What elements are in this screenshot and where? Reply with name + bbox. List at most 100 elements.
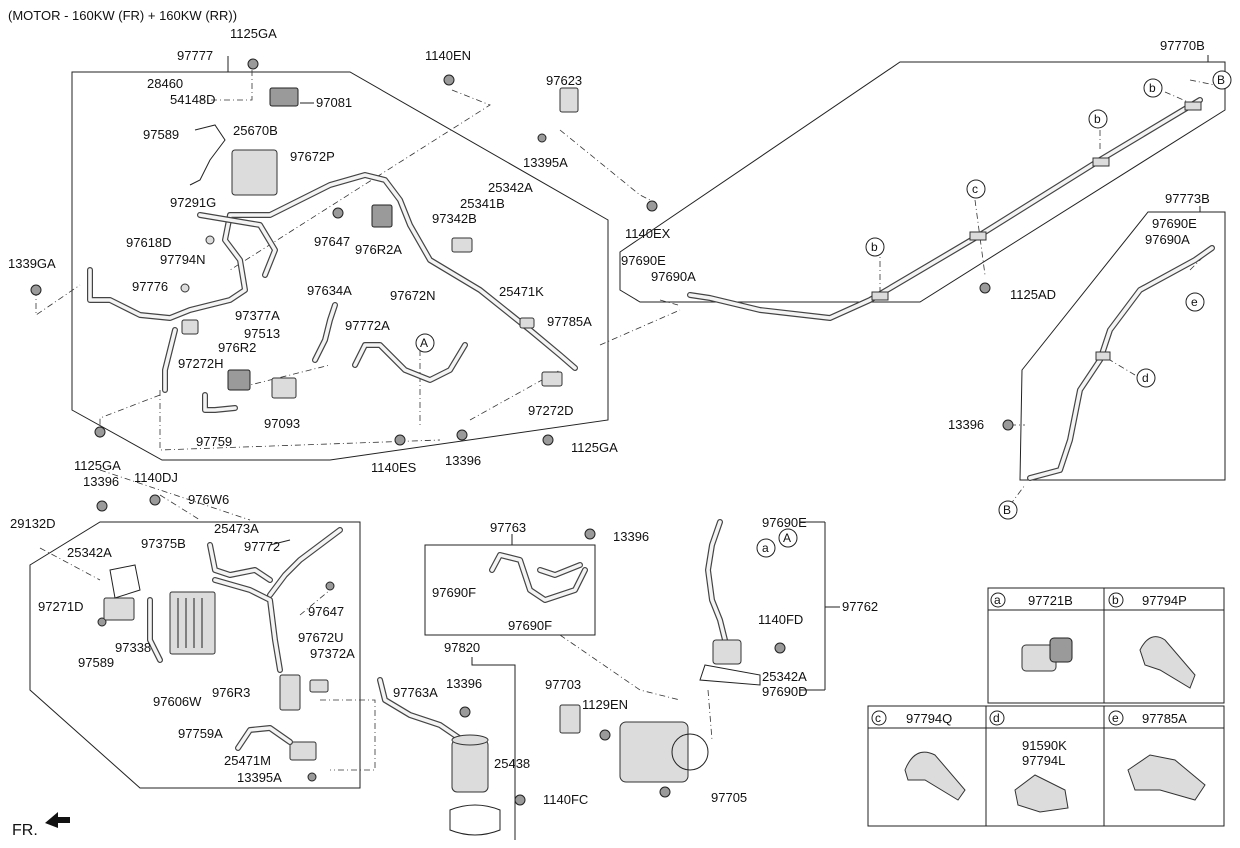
lower-left-components <box>103 527 343 761</box>
label-97794N: 97794N <box>160 252 206 267</box>
label-97291G: 97291G <box>170 195 216 210</box>
legend-c-part: 97794Q <box>906 711 952 726</box>
label-25342A-a: 25342A <box>488 180 533 195</box>
label-97606W: 97606W <box>153 694 202 709</box>
lower-left-group-outline <box>29 521 361 789</box>
label-25342A-c: 25342A <box>762 669 807 684</box>
upper-left-group-outline <box>71 71 609 461</box>
label-97773B: 97773B <box>1165 191 1210 206</box>
label-97271D: 97271D <box>38 599 84 614</box>
label-97759A: 97759A <box>178 726 223 741</box>
label-ticks <box>227 55 1209 840</box>
callout-e-text: e <box>1191 295 1198 309</box>
label-976R2: 976R2 <box>218 340 256 355</box>
label-1140DJ: 1140DJ <box>134 470 178 485</box>
rear-pipe-right-outline <box>1019 211 1226 481</box>
label-97772A: 97772A <box>345 318 390 333</box>
diagram-title: (MOTOR - 160KW (FR) + 160KW (RR)) <box>8 8 237 23</box>
callout-a <box>756 538 776 558</box>
rear-pipe-group-outline <box>619 61 1226 303</box>
label-97690F-b: 97690F <box>508 618 552 633</box>
label-97690F-a: 97690F <box>432 585 476 600</box>
label-1140EN: 1140EN <box>425 48 471 63</box>
rear-long-pipe <box>687 97 1203 321</box>
label-97690E-b: 97690E <box>621 253 666 268</box>
label-97772: 97772 <box>244 539 280 554</box>
label-1129EN: 1129EN <box>582 697 628 712</box>
legend-d-drawing <box>1014 774 1069 813</box>
label-97690D: 97690D <box>762 684 808 699</box>
callout-B-upper <box>1212 70 1232 90</box>
callout-B-lower <box>998 500 1018 520</box>
callout-B-upper-text: B <box>1217 73 1225 87</box>
label-13396-b: 13396 <box>83 474 119 489</box>
label-13395A-a: 13395A <box>523 155 568 170</box>
callout-c <box>966 179 986 199</box>
legend-e-drawing <box>1127 754 1206 801</box>
label-97342B: 97342B <box>432 211 477 226</box>
callout-e <box>1185 292 1205 312</box>
callout-A-upper-text: A <box>420 336 428 350</box>
label-97763: 97763 <box>490 520 526 535</box>
label-97618D: 97618D <box>126 235 172 250</box>
label-97770B: 97770B <box>1160 38 1205 53</box>
legend-a-drawing <box>1021 637 1073 672</box>
receiver-drier-components <box>377 552 588 836</box>
label-97589-a: 97589 <box>143 127 179 142</box>
label-97672P: 97672P <box>290 149 335 164</box>
legend-d-part-1: 91590K <box>1022 738 1067 753</box>
label-97372A: 97372A <box>310 646 355 661</box>
label-97375B: 97375B <box>141 536 186 551</box>
label-13396-c: 13396 <box>613 529 649 544</box>
callout-A-upper <box>415 333 435 353</box>
label-1125AD: 1125AD <box>1010 287 1056 302</box>
label-976R3: 976R3 <box>212 685 250 700</box>
callout-B-lower-text: B <box>1003 503 1011 517</box>
label-13395A-b: 13395A <box>237 770 282 785</box>
label-97338: 97338 <box>115 640 151 655</box>
label-13396-d: 13396 <box>446 676 482 691</box>
label-13396-a: 13396 <box>445 453 481 468</box>
label-1125GA-c: 1125GA <box>74 458 121 473</box>
label-25471M: 25471M <box>224 753 271 768</box>
callout-b-3-text: b <box>871 240 878 254</box>
label-97093: 97093 <box>264 416 300 431</box>
label-97776: 97776 <box>132 279 168 294</box>
upper-components <box>180 87 579 399</box>
label-97703: 97703 <box>545 677 581 692</box>
legend-d-part-2: 97794L <box>1022 753 1065 768</box>
callout-d-text: d <box>1142 371 1149 385</box>
label-25471K: 25471K <box>499 284 544 299</box>
label-97272D: 97272D <box>528 403 574 418</box>
label-976W6: 976W6 <box>188 492 229 507</box>
front-indicator: FR. <box>12 812 70 839</box>
label-97377A: 97377A <box>235 308 280 323</box>
label-97690A-b: 97690A <box>1145 232 1190 247</box>
label-97513: 97513 <box>244 326 280 341</box>
label-97272H: 97272H <box>178 356 224 371</box>
callout-b-1 <box>1143 78 1163 98</box>
label-29132D: 29132D <box>10 516 56 531</box>
legend-a-part: 97721B <box>1028 593 1073 608</box>
label-97623: 97623 <box>546 73 582 88</box>
label-97672U: 97672U <box>298 630 344 645</box>
label-1140ES: 1140ES <box>371 460 417 475</box>
callout-b-1-text: b <box>1149 81 1156 95</box>
callout-d <box>1136 368 1156 388</box>
label-1125GA-a: 1125GA <box>230 26 277 41</box>
label-97762: 97762 <box>842 599 878 614</box>
label-25473A: 25473A <box>214 521 259 536</box>
label-97589-b: 97589 <box>78 655 114 670</box>
label-97690A-a: 97690A <box>651 269 696 284</box>
label-97634A: 97634A <box>307 283 352 298</box>
label-97647-b: 97647 <box>308 604 344 619</box>
label-97672N: 97672N <box>390 288 436 303</box>
compressor-components <box>559 519 761 783</box>
callout-a-text: a <box>762 541 769 555</box>
callout-b-3 <box>865 237 885 257</box>
legend-table: a 97721B b 97794P c 97794Q d 91590K 9779… <box>867 587 1225 827</box>
legend-d-key: d <box>993 711 1000 725</box>
callout-b-2-text: b <box>1094 112 1101 126</box>
legend-c-drawing <box>904 751 966 801</box>
label-97690E-c: 97690E <box>1152 216 1197 231</box>
